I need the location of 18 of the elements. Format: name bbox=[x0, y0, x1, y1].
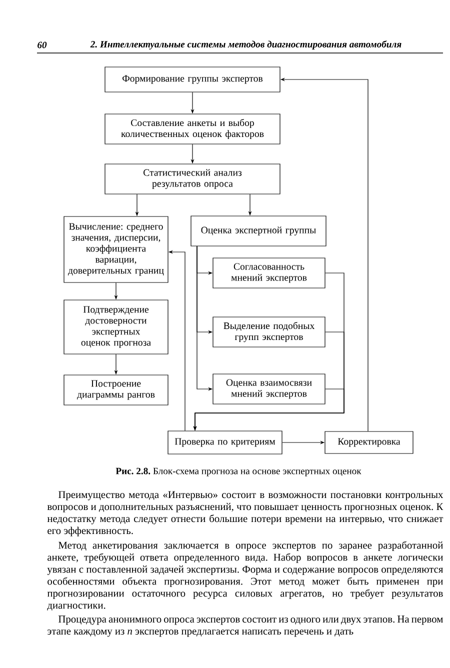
process-box: Составление анкеты и выбор количественных оценок факторов bbox=[104, 114, 280, 144]
process-box: Оценка взаимосвязи мнений экспертов bbox=[212, 374, 326, 404]
process-box: Оценка экспертной группы bbox=[190, 216, 326, 246]
paragraph: Процедура анонимного опроса экспертов состоит из одного или двух этапов. На первом этапе каждому из n экспертов предлагается написать перечень и дать bbox=[48, 616, 443, 637]
process-box: Построение диаграммы рангов bbox=[64, 374, 168, 406]
paragraph: Преимущество метода «Интервью» состоит в возможности постановки контрольных вопросов и дополнительных разъяснений, что повышает ценность прогнозных оценок. К недостатку метода следует отнести большие потери времени на интервью, что снижает его эффективность. bbox=[47, 491, 444, 536]
process-box: Согласованность мнений экспертов bbox=[212, 258, 326, 288]
process-box: Подтверждение достоверности экспертных оценок прогноза bbox=[64, 300, 168, 354]
running-head: 2. Интеллектуальные системы методов диагностирования автомобиля bbox=[90, 40, 402, 50]
process-box: Формирование группы экспертов bbox=[104, 66, 280, 92]
paragraph: Метод анкетирования заключается в опросе экспертов по заранее разработанной анкете, требующей ответа определенного вида. Набор вопросов в анкете логически увязан с поставленной задачей экспертизы. Форма и содержание вопросов определяются особенностями объекта прогнозирования. Этот метод может быть применен при прогнозировании остаточного ресурса силовых агрегатов, но требует результатов диагностики. bbox=[47, 541, 444, 611]
process-box: Выделение подобных групп экспертов bbox=[212, 316, 326, 348]
process-box: Проверка по критериям bbox=[168, 430, 282, 454]
process-box: Вычисление: среднего значения, дисперсии, коэффициента вариации, доверительных границ bbox=[64, 216, 168, 283]
process-box: Корректировка bbox=[324, 431, 414, 454]
figure-caption: Рис. 2.8. Блок-схема прогноза на основе экспертных оценок bbox=[116, 468, 362, 476]
process-box: Статистический анализ результатов опроса bbox=[104, 164, 280, 194]
page-number: 60 bbox=[38, 42, 47, 48]
